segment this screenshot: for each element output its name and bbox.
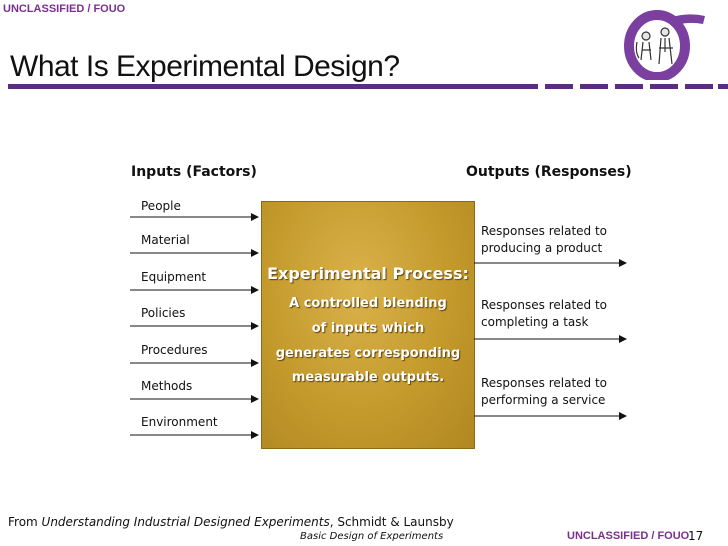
output-label: Responses related to performing a servic… (481, 375, 607, 409)
output-label-line: Responses related to (481, 376, 608, 390)
inputs-heading: Inputs (Factors) (131, 164, 257, 180)
process-line: A controlled blending (289, 296, 447, 311)
process-line: of inputs which (311, 321, 425, 336)
process-line: generates corresponding (275, 346, 461, 361)
citation-prefix: From (8, 515, 42, 529)
title-underline-bar (8, 84, 538, 89)
output-label-line: Responses related to (481, 298, 608, 312)
slide-title: What Is Experimental Design? (10, 50, 400, 83)
input-label: Equipment (141, 270, 207, 284)
output-label: Responses related to producing a product (481, 223, 607, 257)
output-label-line: performing a service (481, 393, 606, 407)
process-line: measurable outputs. (291, 370, 445, 385)
input-label: Procedures (141, 343, 208, 357)
classification-label-top: UNCLASSIFIED / FOUO (3, 3, 126, 15)
input-label: Environment (141, 415, 218, 429)
process-title: Experimental Process: (267, 264, 469, 283)
title-underline-dash (650, 84, 678, 89)
classification-label-bottom: UNCLASSIFIED / FOUO (567, 530, 690, 542)
citation-title: Understanding Industrial Designed Experi… (41, 515, 330, 529)
title-underline-dash (580, 84, 608, 89)
input-label: Policies (141, 306, 186, 320)
output-label-line: Responses related to (481, 224, 608, 238)
output-label-line: completing a task (481, 315, 589, 329)
page-number: 17 (688, 529, 704, 543)
source-citation: From Understanding Industrial Designed E… (8, 515, 454, 529)
input-label: People (141, 199, 181, 213)
sigma-statistician-logo-icon (617, 2, 709, 82)
title-underline-dash (685, 84, 713, 89)
outputs-heading: Outputs (Responses) (466, 164, 632, 180)
citation-authors: , Schmidt & Launsby (329, 515, 454, 529)
footer-course-title: Basic Design of Experiments (300, 531, 444, 542)
input-label: Methods (141, 379, 193, 393)
output-label-line: producing a product (481, 241, 603, 255)
title-underline-dash (545, 84, 573, 89)
output-label: Responses related to completing a task (481, 297, 607, 331)
title-underline-dash (615, 84, 643, 89)
input-label: Material (141, 233, 190, 247)
title-underline-dash (718, 84, 728, 89)
process-box (261, 201, 475, 449)
